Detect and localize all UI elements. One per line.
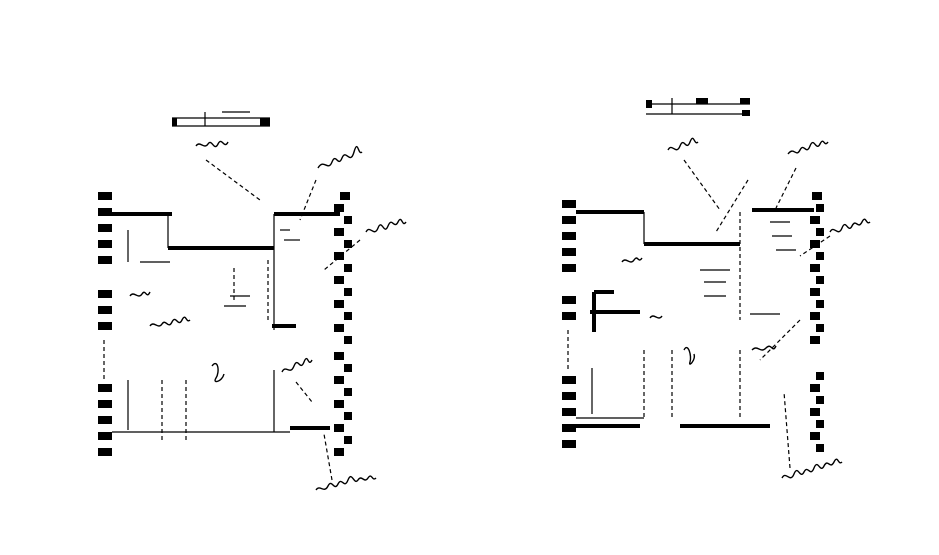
left-plan-annotations: [129, 140, 407, 491]
right-plan-left-column: [562, 200, 576, 448]
right-floor-plan: [562, 98, 871, 479]
right-plan-annotations: [621, 137, 871, 479]
left-plan-left-column: [98, 192, 112, 456]
right-top-dimension-bar: [646, 98, 750, 116]
left-top-dimension-bar: [172, 111, 270, 127]
left-floor-plan: [98, 111, 407, 491]
left-plan-right-column: [334, 192, 352, 456]
left-plan-walls: [98, 212, 340, 440]
right-plan-walls: [566, 208, 814, 428]
right-plan-right-column: [810, 192, 824, 452]
